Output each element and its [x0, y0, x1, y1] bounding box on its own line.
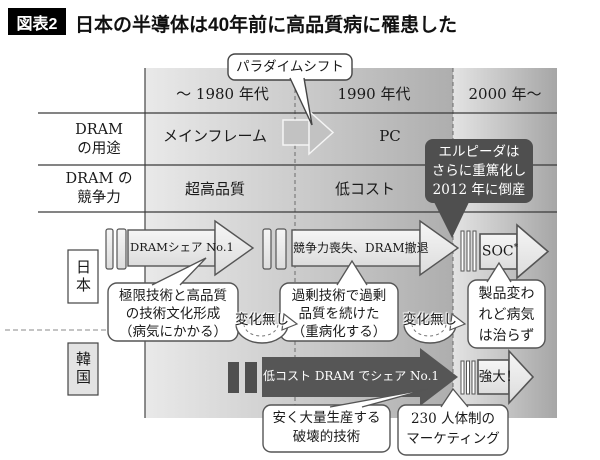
japan-bubble-3-line3: は治らず: [478, 328, 535, 344]
figure-title: 日本の半導体は40年前に高品質病に罹患した: [75, 15, 458, 36]
japan-pause-bars-1-icon: [105, 228, 127, 270]
soc-bars-icon: [460, 230, 477, 272]
japan-bubble-3-line1: 製品変わ: [478, 286, 535, 302]
japan-pause-bars-2-icon: [262, 228, 287, 270]
japan-bubble-1-pointer: [151, 257, 207, 286]
japan-bubble-2-line2: 品質を続けた: [298, 306, 380, 322]
japan-bubble-2-line1: 過剰技術で過剰: [291, 288, 387, 304]
korea-arrow-1-label: 低コスト DRAM でシェア No.1: [263, 369, 440, 383]
korea-bubble-1: [262, 404, 391, 453]
giant-bars-icon: [460, 360, 476, 395]
japan-label-box: [67, 249, 99, 304]
elpida-bubble-tail: [433, 200, 470, 238]
competitiveness-high-quality-label: 超高品質: [184, 180, 245, 198]
no-change-loop-right-icon: [403, 312, 467, 344]
paradigm-bubble-tail: [289, 77, 313, 126]
korea-bubble-1-line2: 破壊的技術: [292, 429, 361, 445]
usage-pc-label: PC: [379, 127, 401, 145]
japan-bubble-3-line2: れど病気: [478, 307, 535, 323]
usage-row-label-line2: の用途: [77, 141, 121, 157]
usage-mainframe-label: メインフレーム: [162, 127, 268, 145]
usage-row-label-line1: DRAM: [75, 122, 123, 138]
elpida-bubble: [425, 139, 533, 203]
elpida-note-line1: エルピーダは: [438, 144, 520, 160]
korea-bubble-1-pointer: [329, 388, 429, 408]
elpida-note-line3: 2012 年に倒産: [432, 182, 526, 198]
korea-arrow: [262, 348, 458, 406]
korea-bubble-2-line2: マーケティング: [406, 431, 500, 447]
competitiveness-row-label-line2: 競争力: [77, 190, 121, 206]
japan-bubble-1-line2: の技術文化形成: [125, 306, 221, 322]
era-1980s-label: ～ 1980 年代: [176, 85, 269, 103]
korea-bubble-1-line1: 安く大量生産する: [272, 410, 381, 426]
korea-arrow-2-label: 強大！: [478, 369, 520, 385]
japan-arrow-1: [127, 219, 255, 277]
korea-bubble-2-pointer: [440, 387, 469, 408]
japan-arrow-2-label: 競争力喪失、DRAM撤退: [293, 241, 429, 255]
japan-bubble-1-line3: （病気にかかる）: [119, 324, 227, 340]
usage-transition-arrow-icon: [282, 109, 335, 156]
korea-row-label: 韓国: [74, 351, 92, 387]
japan-bubble-1-line1: 極限技術と高品質: [119, 288, 227, 304]
japan-arrow-3-label: SOC*: [481, 243, 519, 260]
no-change-left-label: 変化無し: [235, 312, 289, 328]
competitiveness-row-label-line1: DRAM の: [65, 171, 133, 187]
competitiveness-low-cost-label: 低コスト: [334, 180, 395, 198]
japan-arrow-2: [291, 219, 460, 277]
no-change-right-label: 変化無し: [403, 312, 457, 328]
japan-bubble-3-pointer: [486, 261, 512, 283]
korea-label-box: [67, 342, 99, 396]
era-1990s-label: 1990 年代: [337, 85, 411, 103]
no-change-loop-left-icon: [235, 312, 299, 344]
japan-bubble-2-line3: （重病化する）: [291, 324, 387, 340]
japan-bubble-2-pointer: [336, 259, 368, 286]
korea-bubble-2-line1: 230 人体制の: [410, 411, 496, 427]
elpida-note-line2: さらに重篤化し: [431, 163, 527, 179]
paradigm-bubble: [227, 53, 353, 81]
giant-arrow: [477, 348, 535, 406]
japan-row-label: 日本: [74, 258, 92, 295]
figure-badge: 図表2: [8, 8, 66, 35]
paradigm-shift-label: パラダイムシフト: [236, 59, 344, 75]
soc-footnote-mark: *: [513, 243, 519, 253]
era-2000s-label: 2000 年～: [468, 85, 542, 103]
japan-arrow-1-label: DRAMシェア No.1: [130, 240, 234, 254]
korea-pause-bars-icon: [228, 362, 257, 393]
